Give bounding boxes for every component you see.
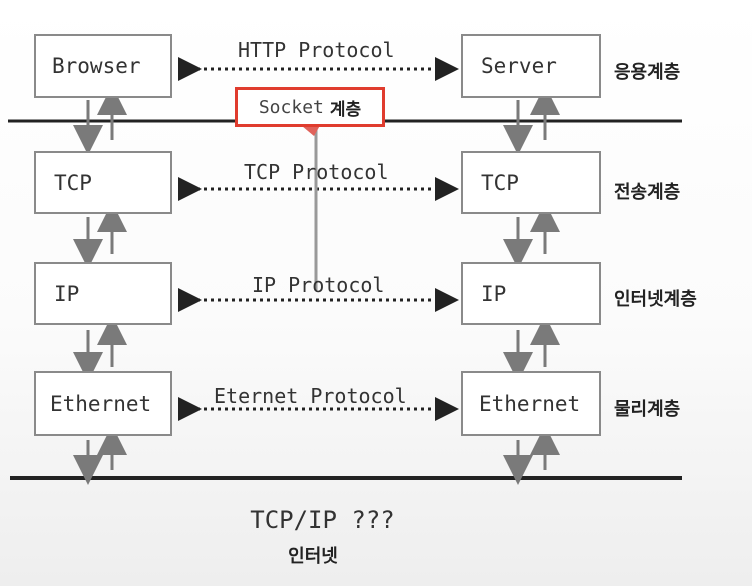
ip-box-right: IP bbox=[461, 262, 601, 325]
server-label: Server bbox=[481, 54, 557, 78]
footer-subtitle: 인터넷 bbox=[288, 546, 338, 567]
browser-label: Browser bbox=[52, 54, 141, 78]
socket-label: Socket bbox=[258, 96, 324, 118]
ethernet-box-left: Ethernet bbox=[34, 371, 172, 436]
tcp-label-left: TCP bbox=[54, 170, 92, 195]
ip-label-right: IP bbox=[481, 281, 507, 306]
left-vertical-arrows bbox=[73, 85, 127, 485]
socket-layer-word: 계층 bbox=[329, 99, 362, 120]
http-protocol-label: HTTP Protocol bbox=[238, 38, 395, 62]
server-box: Server bbox=[461, 34, 601, 98]
ip-protocol-label: IP Protocol bbox=[252, 273, 385, 297]
socket-layer-highlight: Socket 계층 bbox=[235, 87, 385, 127]
application-layer-label: 응용계층 bbox=[614, 62, 681, 83]
ip-box-left: IP bbox=[34, 262, 172, 325]
ethernet-label-left: Ethernet bbox=[50, 391, 152, 416]
internet-layer-label: 인터넷계층 bbox=[614, 289, 697, 310]
right-vertical-arrows bbox=[503, 85, 560, 485]
transport-layer-label: 전송계층 bbox=[614, 182, 681, 203]
physical-layer-label: 물리계층 bbox=[614, 399, 681, 420]
ethernet-box-right: Ethernet bbox=[461, 371, 601, 436]
browser-box: Browser bbox=[34, 34, 172, 98]
footer-title: TCP/IP ??? bbox=[250, 506, 395, 534]
tcp-label-right: TCP bbox=[481, 170, 519, 195]
tcp-box-right: TCP bbox=[461, 151, 601, 214]
tcp-box-left: TCP bbox=[34, 151, 172, 214]
ethernet-protocol-label: Eternet Protocol bbox=[214, 384, 407, 408]
ethernet-label-right: Ethernet bbox=[479, 391, 581, 416]
ip-label-left: IP bbox=[54, 281, 80, 306]
tcp-protocol-label: TCP Protocol bbox=[244, 160, 389, 184]
